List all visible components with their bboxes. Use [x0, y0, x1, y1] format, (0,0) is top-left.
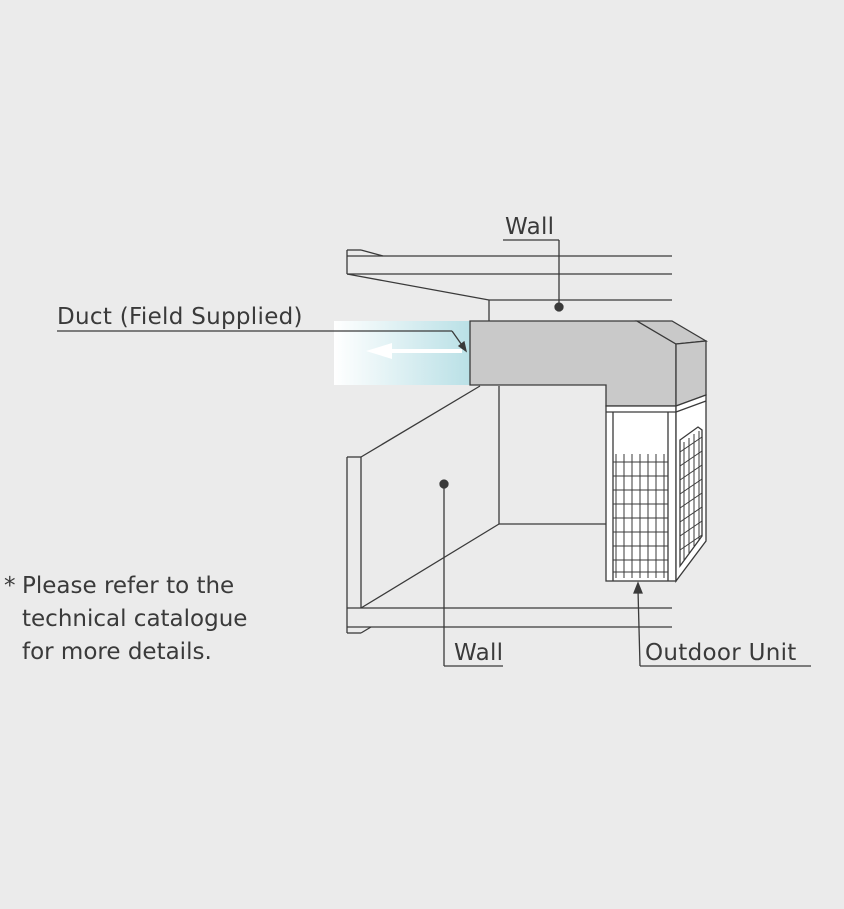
leader-outdoor-unit — [633, 581, 811, 667]
label-wall-bottom: Wall — [454, 640, 503, 666]
duct — [469, 320, 709, 407]
leader-wall-bottom — [439, 479, 503, 667]
lower-wall — [346, 385, 672, 634]
upper-wall — [346, 249, 672, 321]
leader-wall-top — [503, 239, 564, 312]
footnote-asterisk: * — [4, 573, 16, 599]
footnote: * Please refer to the technical catalogu… — [4, 570, 247, 669]
label-wall-top: Wall — [505, 214, 554, 240]
label-outdoor-unit: Outdoor Unit — [645, 640, 797, 666]
leader-duct — [57, 330, 468, 353]
outdoor-unit-grille — [613, 431, 703, 578]
label-duct: Duct (Field Supplied) — [57, 304, 303, 330]
footnote-line-3: for more details. — [22, 639, 212, 665]
airflow-arrow — [334, 321, 471, 385]
footnote-line-2: technical catalogue — [22, 606, 248, 632]
footnote-line-1: Please refer to the — [22, 573, 235, 599]
